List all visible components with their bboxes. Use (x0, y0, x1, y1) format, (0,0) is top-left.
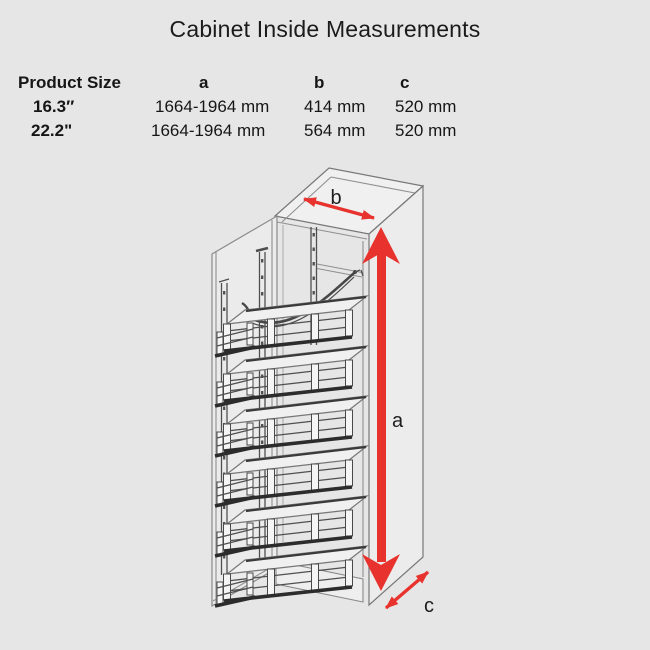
dimension-label-c: c (424, 595, 434, 617)
row-size-label: 16.3″ (33, 97, 75, 116)
dimension-arrow-b (303, 197, 375, 220)
dimension-label-a: a (392, 410, 404, 432)
table-header-a: a (199, 73, 209, 92)
row-value-a: 1664-1964 mm (155, 97, 270, 116)
table-header-b: b (314, 73, 325, 92)
row-value-b: 564 mm (304, 121, 366, 140)
dimension-arrow-c (384, 570, 430, 610)
dimension-arrow-a (362, 227, 400, 591)
row-value-b: 414 mm (304, 97, 366, 116)
dimension-arrows: b a c (303, 187, 434, 617)
row-value-c: 520 mm (395, 97, 457, 116)
page-title: Cabinet Inside Measurements (169, 16, 481, 42)
dimension-label-b: b (330, 187, 341, 209)
table-header-c: c (400, 73, 410, 92)
row-value-a: 1664-1964 mm (151, 121, 266, 140)
plinth-panel (275, 560, 364, 603)
table-header-product-size: Product Size (18, 73, 121, 92)
row-size-label: 22.2" (31, 121, 73, 140)
row-value-c: 520 mm (395, 121, 457, 140)
